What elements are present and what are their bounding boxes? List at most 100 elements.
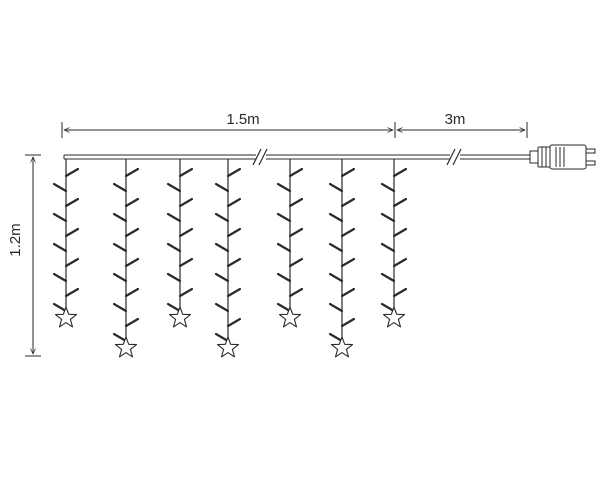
- bulb-right: [340, 317, 356, 328]
- bulb-right: [288, 257, 304, 268]
- bulb-left: [52, 242, 68, 253]
- lead-dimension: 3m: [397, 111, 528, 138]
- bulb-left: [214, 302, 230, 313]
- width-label: 1.5m: [226, 111, 259, 128]
- bulb-right: [226, 317, 242, 328]
- bulb-right: [178, 257, 194, 268]
- strand: [380, 159, 408, 328]
- bulb-right: [124, 227, 140, 238]
- bulb-right: [226, 257, 242, 268]
- height-dimension: 1.2m: [7, 154, 41, 357]
- bulb-right: [288, 287, 304, 298]
- star-icon: [168, 306, 192, 328]
- star-icon: [330, 336, 354, 358]
- star-icon: [216, 336, 240, 358]
- bulb-left: [112, 242, 128, 253]
- bulb-right: [340, 257, 356, 268]
- bulb-right: [340, 227, 356, 238]
- bulb-left: [276, 212, 292, 223]
- bulb-left: [276, 182, 292, 193]
- bulb-left: [52, 272, 68, 283]
- bulb-left: [166, 302, 182, 313]
- bulb-left: [380, 242, 396, 253]
- bulb-left: [214, 242, 230, 253]
- bulb-right: [124, 167, 140, 178]
- strand: [166, 159, 194, 328]
- strand: [112, 159, 140, 358]
- bulb-right: [226, 227, 242, 238]
- bulb-left: [52, 182, 68, 193]
- bulb-left: [166, 212, 182, 223]
- bulb-right: [392, 227, 408, 238]
- break-mark-icon: [446, 148, 462, 166]
- bulb-left: [112, 272, 128, 283]
- bulb-left: [328, 212, 344, 223]
- bulb-right: [288, 197, 304, 208]
- bulb-right: [340, 167, 356, 178]
- bulb-left: [328, 272, 344, 283]
- bulb-right: [124, 197, 140, 208]
- bulb-left: [328, 332, 344, 343]
- bulb-left: [112, 212, 128, 223]
- strand: [328, 159, 356, 358]
- star-icon: [54, 306, 78, 328]
- bulb-left: [328, 242, 344, 253]
- bulb-right: [178, 197, 194, 208]
- bulb-left: [166, 182, 182, 193]
- strand: [276, 159, 304, 328]
- bulb-right: [64, 227, 80, 238]
- bulb-right: [64, 197, 80, 208]
- bulb-left: [276, 302, 292, 313]
- bulb-right: [124, 287, 140, 298]
- bulb-right: [178, 167, 194, 178]
- bulb-right: [178, 287, 194, 298]
- bulb-right: [124, 317, 140, 328]
- bulb-left: [380, 272, 396, 283]
- bulb-right: [226, 197, 242, 208]
- width-dimension: 1.5m: [61, 111, 396, 138]
- bulb-left: [276, 272, 292, 283]
- bulb-left: [328, 182, 344, 193]
- bulb-left: [166, 242, 182, 253]
- bulb-left: [214, 272, 230, 283]
- bulb-left: [52, 302, 68, 313]
- bulb-right: [226, 287, 242, 298]
- bulb-right: [392, 257, 408, 268]
- height-label: 1.2m: [7, 223, 24, 256]
- bulb-left: [328, 302, 344, 313]
- bulb-right: [288, 167, 304, 178]
- bulb-right: [340, 197, 356, 208]
- bulb-right: [392, 167, 408, 178]
- bulb-right: [64, 287, 80, 298]
- bulb-left: [380, 212, 396, 223]
- bulb-left: [166, 272, 182, 283]
- bulb-right: [288, 227, 304, 238]
- bulb-right: [226, 167, 242, 178]
- star-icon: [278, 306, 302, 328]
- bulb-right: [178, 227, 194, 238]
- star-icon: [114, 336, 138, 358]
- bulb-left: [214, 212, 230, 223]
- bulb-left: [112, 182, 128, 193]
- bulb-right: [64, 167, 80, 178]
- bulb-left: [380, 302, 396, 313]
- bulb-right: [124, 257, 140, 268]
- lead-label: 3m: [445, 111, 466, 128]
- strand: [214, 159, 242, 358]
- break-mark-icon: [252, 148, 268, 166]
- bulb-left: [112, 332, 128, 343]
- bulb-right: [392, 287, 408, 298]
- strand: [52, 159, 80, 328]
- strands: [52, 159, 408, 358]
- star-icon: [382, 306, 406, 328]
- bulb-left: [214, 332, 230, 343]
- bulb-left: [214, 182, 230, 193]
- bulb-left: [276, 242, 292, 253]
- main-cable: [63, 154, 530, 160]
- bulb-left: [52, 212, 68, 223]
- bulb-right: [392, 197, 408, 208]
- bulb-left: [380, 182, 396, 193]
- plug-icon: [529, 144, 596, 170]
- bulb-right: [64, 257, 80, 268]
